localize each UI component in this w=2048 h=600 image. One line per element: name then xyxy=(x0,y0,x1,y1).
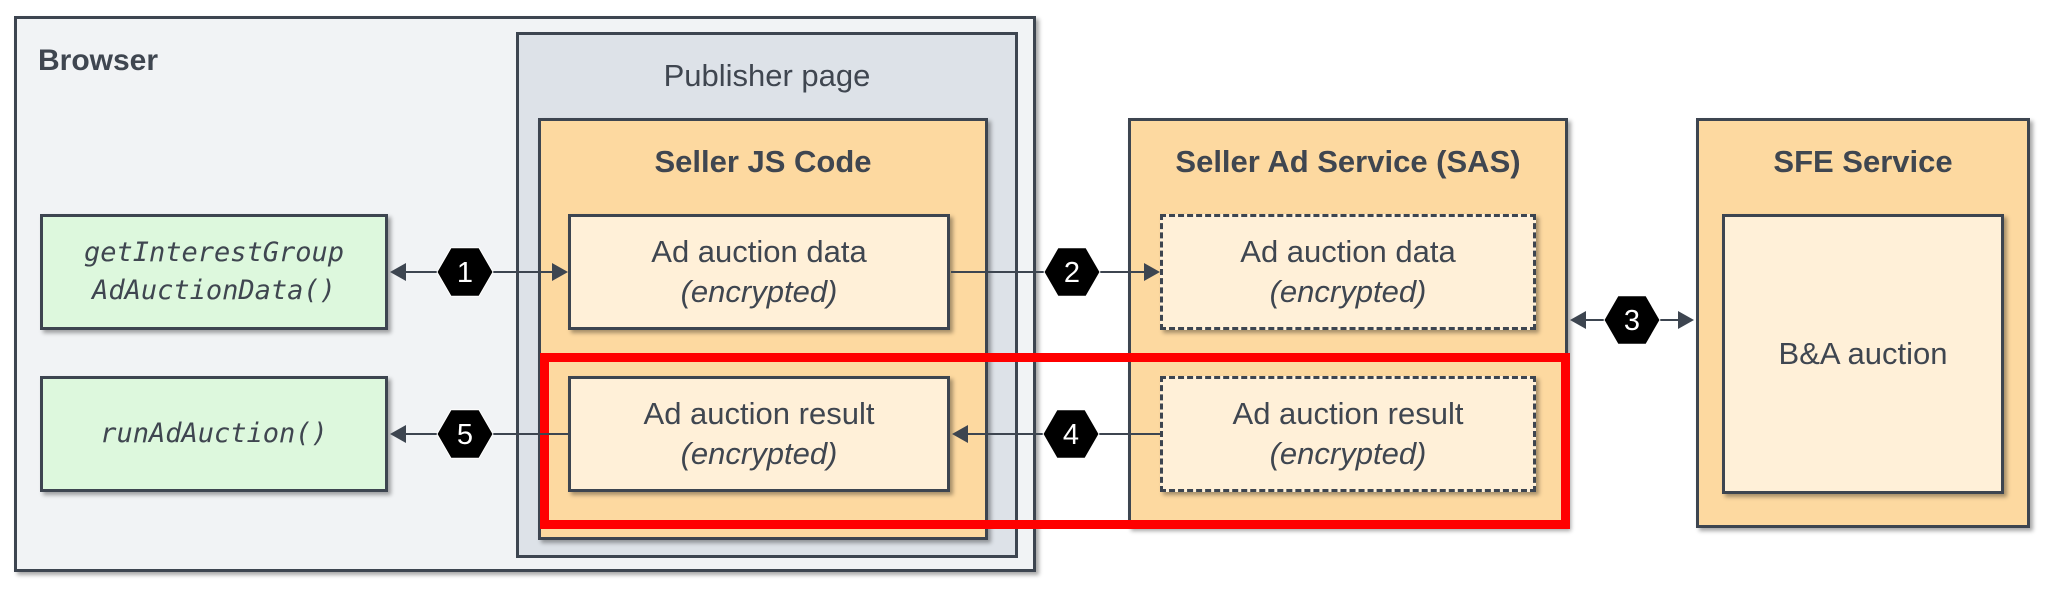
step-badge-1: 1 xyxy=(436,244,494,297)
sas-auction-result-label: Ad auction result xyxy=(1232,396,1464,431)
ba-auction-label: B&A auction xyxy=(1778,336,1948,371)
seller-js-auction-data-note: (encrypted) xyxy=(680,274,838,309)
seller-ad-service-title: Seller Ad Service (SAS) xyxy=(1175,144,1521,179)
seller-js-auction-data-label: Ad auction data xyxy=(651,234,867,269)
sfe-service-title: SFE Service xyxy=(1773,144,1953,179)
step-badge-1-label: 1 xyxy=(457,257,473,289)
step-badge-4-label: 4 xyxy=(1063,419,1079,451)
step-badge-3-label: 3 xyxy=(1624,305,1640,337)
get-interest-group-line1: getInterestGroup xyxy=(83,237,345,268)
browser-title: Browser xyxy=(38,44,159,77)
sas-auction-data-box: Ad auction data (encrypted) xyxy=(1160,214,1536,330)
run-ad-auction-label: runAdAuction() xyxy=(100,418,328,449)
get-interest-group-ad-auction-data-box: getInterestGroup AdAuctionData() xyxy=(40,214,388,330)
highlight-frame xyxy=(540,353,1570,529)
step-badge-5: 5 xyxy=(436,409,494,459)
sas-auction-data-label: Ad auction data xyxy=(1240,234,1456,269)
sas-auction-data-note: (encrypted) xyxy=(1269,274,1427,309)
step-badge-5-label: 5 xyxy=(457,419,473,451)
seller-js-auction-result-label: Ad auction result xyxy=(643,396,875,431)
step-badge-3: 3 xyxy=(1603,295,1661,345)
seller-js-code-title: Seller JS Code xyxy=(654,144,872,179)
get-interest-group-line2: AdAuctionData() xyxy=(92,275,336,306)
seller-js-auction-result-box: Ad auction result (encrypted) xyxy=(568,376,950,492)
step-badge-4: 4 xyxy=(1042,409,1100,459)
ba-auction-box: B&A auction xyxy=(1722,214,2004,494)
publisher-page-title: Publisher page xyxy=(663,58,871,93)
seller-js-auction-result-note: (encrypted) xyxy=(680,436,838,471)
seller-js-auction-data-box: Ad auction data (encrypted) xyxy=(568,214,950,330)
step-badge-2: 2 xyxy=(1043,247,1101,297)
run-ad-auction-box: runAdAuction() xyxy=(40,376,388,492)
step-badge-2-label: 2 xyxy=(1064,257,1080,289)
sas-auction-result-note: (encrypted) xyxy=(1269,436,1427,471)
sas-auction-result-box: Ad auction result (encrypted) xyxy=(1160,376,1536,492)
